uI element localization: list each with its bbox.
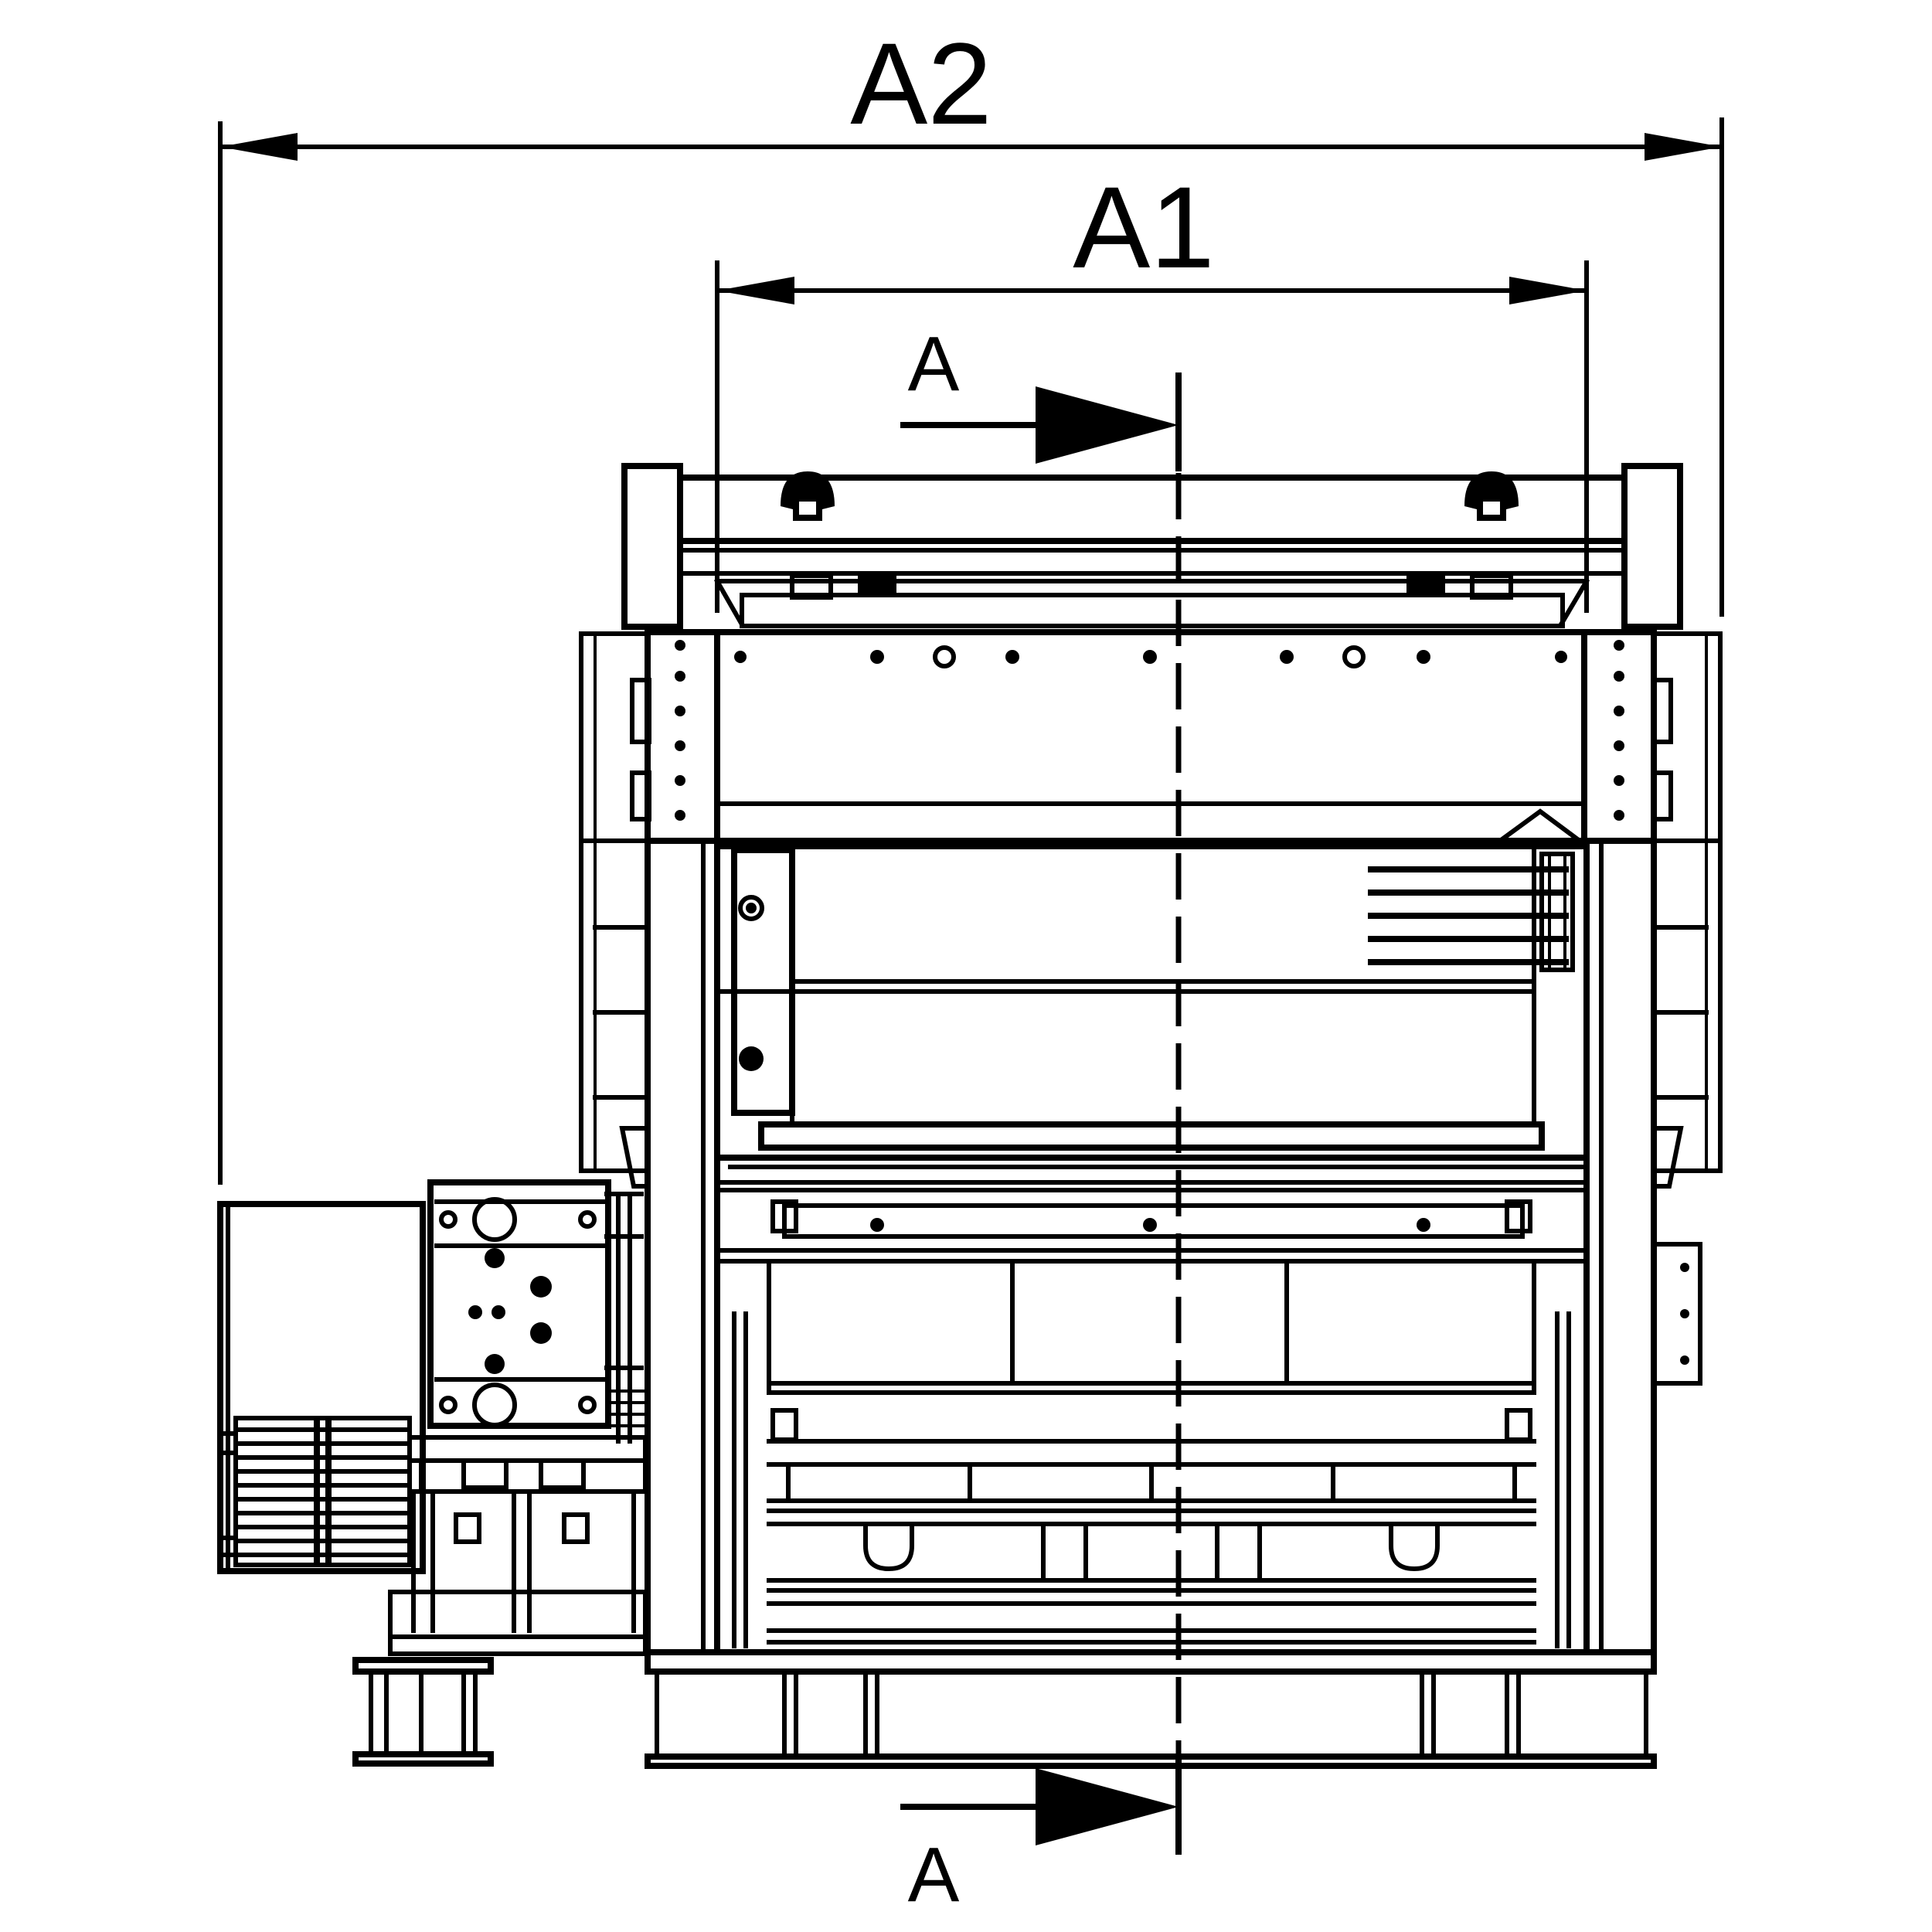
dimension-a2: A2 [218, 19, 1724, 1185]
a1-label: A1 [1073, 162, 1214, 292]
section-arrow-head-bottom [1036, 1768, 1179, 1845]
hydraulic-block [427, 1179, 645, 1444]
a2-arrow-right [1645, 133, 1722, 161]
a2-label: A2 [850, 19, 992, 148]
a1-arrow-left [717, 277, 794, 304]
upper-mold-box [715, 808, 1589, 1169]
section-arrow-head-top [1036, 386, 1179, 464]
left-side-guide [579, 631, 651, 1189]
section-marker-bottom: A [900, 1758, 1182, 1918]
dimension-a1: A1 [715, 162, 1589, 613]
section-marker-top: A [900, 321, 1182, 471]
pump-mount [388, 1435, 648, 1656]
lower-frame [715, 1180, 1589, 1648]
right-side-guide [1651, 631, 1723, 1386]
eyebolt-right [1406, 471, 1519, 600]
section-label-top: A [908, 321, 960, 407]
comb-tines [1368, 852, 1575, 972]
motor-unit [217, 1201, 426, 1574]
motor-cooling-fins [233, 1416, 412, 1567]
a1-arrow-right [1509, 277, 1587, 304]
motor-feet [352, 1657, 494, 1767]
press-head [645, 629, 1657, 844]
base-frame [645, 1649, 1657, 1769]
a2-arrow-left [220, 133, 298, 161]
head-bolts [675, 640, 1624, 821]
section-label-bottom: A [908, 1832, 960, 1918]
eyebolt-left [781, 471, 896, 600]
